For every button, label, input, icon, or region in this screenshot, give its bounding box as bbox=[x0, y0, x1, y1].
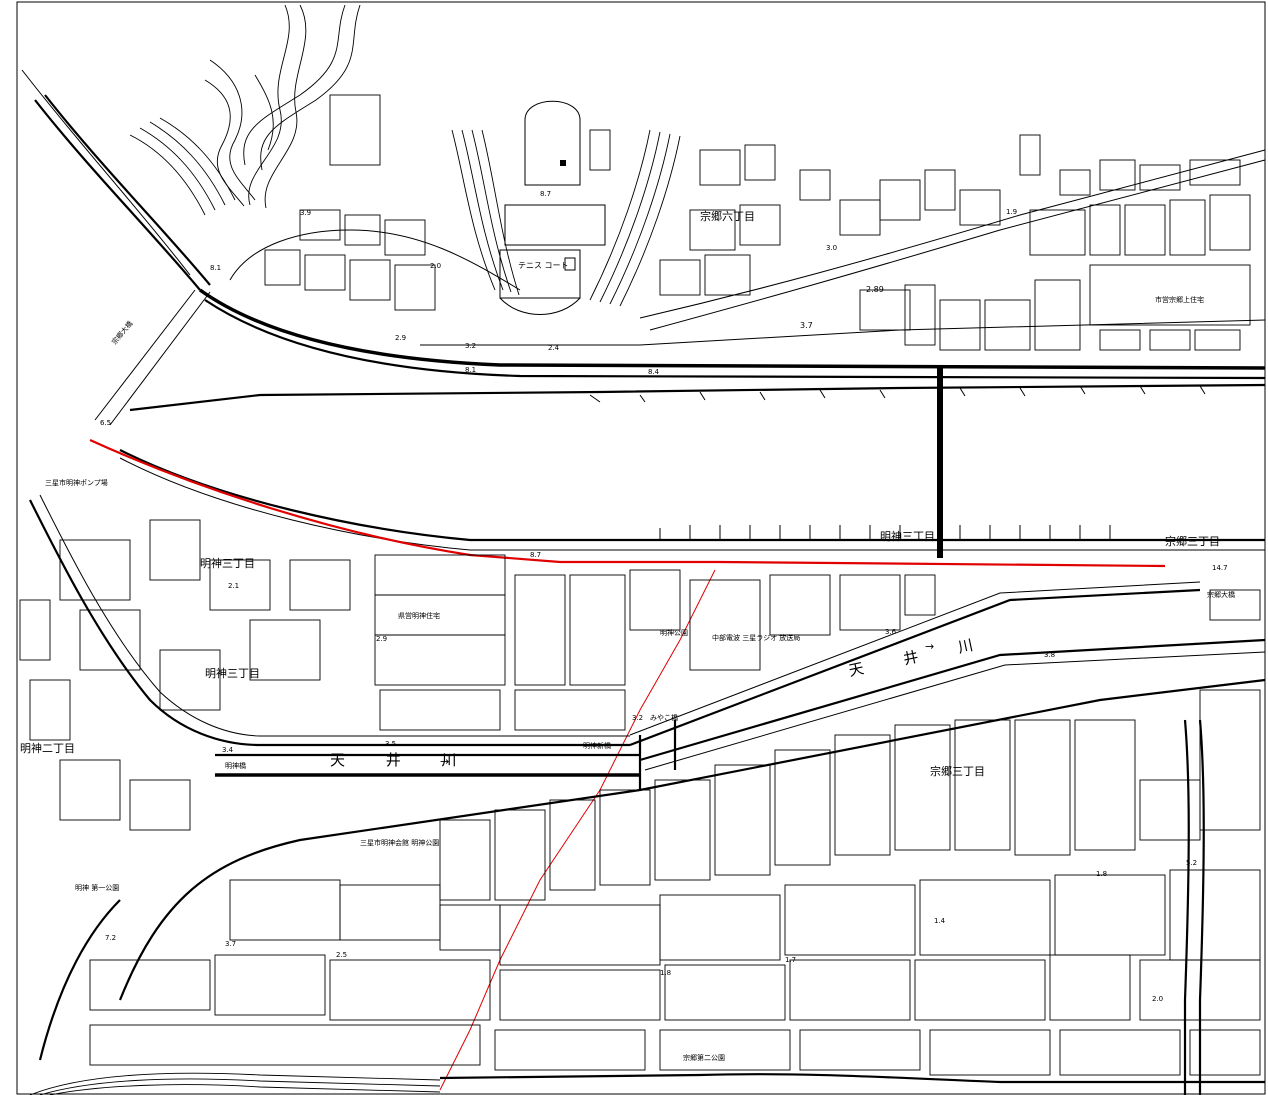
spot-height-13: 8.4 bbox=[648, 368, 660, 376]
spot-height-3: 8.7 bbox=[540, 190, 551, 198]
spot-height-19: 2.1 bbox=[228, 582, 239, 590]
upper-main-road bbox=[21, 69, 1266, 380]
facility-myojin-new-bridge: 明神新橋 bbox=[583, 741, 611, 750]
spot-height-12: 3.0 bbox=[826, 244, 837, 252]
tennis-area bbox=[499, 100, 606, 315]
spot-height-25: 1.7 bbox=[785, 956, 796, 964]
spot-height-23: 2.5 bbox=[336, 951, 347, 959]
bridge-pier bbox=[937, 368, 943, 558]
district-label-4: 宗郷三丁目 bbox=[1165, 534, 1220, 548]
spot-height-8: 8.1 bbox=[465, 366, 476, 374]
facility-community-hall: 三星市明神会館 明神公園 bbox=[360, 838, 439, 847]
spot-height-28: 5.2 bbox=[1186, 859, 1197, 867]
spot-height-20: 2.9 bbox=[376, 635, 387, 643]
spot-height-26: 1.4 bbox=[934, 917, 946, 925]
district-label-0: 明神三丁目 bbox=[200, 556, 255, 570]
spot-height-21: 7.2 bbox=[105, 934, 116, 942]
spot-height-16: 3.4 bbox=[222, 746, 234, 754]
spot-height-30: 3.6 bbox=[885, 628, 897, 636]
facility-radio-station: 中部電波 三星ラジオ 放送局 bbox=[712, 633, 800, 642]
spot-height-7: 2.4 bbox=[548, 344, 560, 352]
facility-municipal-housing: 市営宗郷上住宅 bbox=[1155, 295, 1204, 304]
facility-myojin-bridge: 明神橋 bbox=[225, 761, 246, 770]
lower-buildings bbox=[38, 678, 1266, 1076]
spot-height-9: 3.7 bbox=[800, 321, 813, 330]
upper-stream-lines bbox=[204, 4, 361, 209]
spot-height-1: 2.0 bbox=[430, 262, 441, 270]
spot-height-14: 8.7 bbox=[530, 551, 541, 559]
tenjo-river-channel bbox=[215, 720, 677, 790]
district-label-6: 宗郷六丁目 bbox=[700, 209, 755, 223]
facility-tennis: テニス コート bbox=[518, 261, 569, 270]
spot-height-10: 2.89 bbox=[866, 285, 884, 294]
nw-bridge bbox=[94, 289, 211, 426]
spot-height-22: 3.7 bbox=[225, 940, 236, 948]
spot-height-15: 14.7 bbox=[1212, 564, 1228, 572]
red-route bbox=[89, 438, 1166, 1091]
facility-myojin-park-1: 明神 第一公園 bbox=[75, 883, 119, 892]
river-label-lower: 天 井 川 bbox=[330, 751, 475, 769]
spot-height-2: 8.1 bbox=[210, 264, 221, 272]
flow-arrow-lower: → bbox=[440, 755, 449, 768]
river-label-upper: 天 井 川 bbox=[847, 632, 992, 680]
spot-heights: 3.9 2.0 8.1 8.7 6.5 2.9 3.2 2.4 8.1 3.7 … bbox=[100, 190, 1228, 1003]
south-river-bank bbox=[119, 449, 1265, 551]
facility-pump-station: 三星市明神ポンプ場 bbox=[45, 478, 108, 487]
upper-buildings bbox=[264, 94, 1251, 351]
district-label-3: 明神三丁目 bbox=[880, 529, 935, 543]
district-label-2: 明神二丁目 bbox=[20, 741, 75, 755]
east-road bbox=[1183, 719, 1205, 1095]
cliff-hatching-left bbox=[129, 117, 681, 307]
spot-height-6: 3.2 bbox=[465, 342, 476, 350]
spot-height-27: 1.8 bbox=[1096, 870, 1107, 878]
spot-height-31: 3.8 bbox=[1044, 651, 1055, 659]
bottom-terrain bbox=[29, 1072, 1265, 1095]
facility-soga-park-2: 宗郷第二公園 bbox=[683, 1053, 725, 1062]
spot-height-29: 2.0 bbox=[1152, 995, 1163, 1003]
spot-height-5: 2.9 bbox=[395, 334, 406, 342]
facility-soga-bridge: 宗郷大橋 bbox=[1207, 590, 1235, 599]
spot-height-0: 3.9 bbox=[300, 209, 311, 217]
facility-soga-bridge-nw: 宗郷大橋 bbox=[110, 319, 135, 346]
spot-height-4: 6.5 bbox=[100, 419, 111, 427]
map-frame bbox=[16, 1, 1266, 1095]
district-label-5: 宗郷三丁目 bbox=[930, 764, 985, 778]
flow-arrow-upper: → bbox=[925, 640, 934, 653]
facility-myojin-park: 明神公園 bbox=[660, 628, 688, 637]
spot-height-18: 3.2 bbox=[632, 714, 643, 722]
facility-prefectural-housing: 県営明神住宅 bbox=[398, 611, 440, 620]
north-river-bank bbox=[129, 383, 1266, 412]
middle-buildings bbox=[19, 519, 1261, 831]
spot-height-11: 1.9 bbox=[1006, 208, 1017, 216]
district-label-1: 明神三丁目 bbox=[205, 666, 260, 680]
facility-miyako-bridge: みやこ橋 bbox=[650, 713, 678, 722]
spot-height-24: 1.8 bbox=[660, 969, 671, 977]
middle-road bbox=[29, 494, 1266, 771]
spot-height-17: 3.5 bbox=[385, 740, 396, 748]
